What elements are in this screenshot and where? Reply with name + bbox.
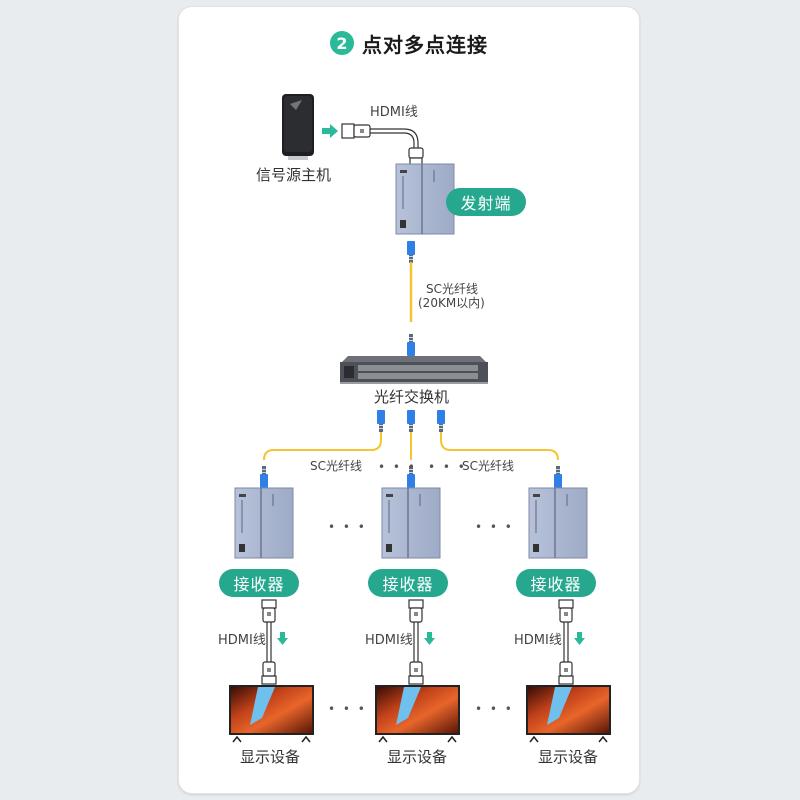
ellipsis-display-left: • • • bbox=[328, 702, 367, 716]
hdmi-cable-1 bbox=[261, 599, 277, 685]
hdmi-cable-label-1: HDMI线 bbox=[218, 633, 266, 648]
receiver-device-1 bbox=[234, 487, 294, 559]
ellipsis-receivers-left: • • • bbox=[328, 520, 367, 534]
switch-label: 光纤交换机 bbox=[374, 388, 450, 406]
display-label-3: 显示设备 bbox=[538, 748, 599, 766]
display-label-2: 显示设备 bbox=[387, 748, 448, 766]
fiber-branch-left-label: SC光纤线 bbox=[310, 459, 362, 473]
receiver-device-3 bbox=[528, 487, 588, 559]
hdmi-cable-2 bbox=[408, 599, 424, 685]
diagram-title: 2 点对多点连接 bbox=[330, 26, 488, 60]
hdmi-cable-label-2: HDMI线 bbox=[365, 633, 413, 648]
ellipsis-fiber-left: • • • bbox=[378, 460, 417, 474]
hdmi-cable-top bbox=[341, 123, 424, 167]
display-label-1: 显示设备 bbox=[240, 748, 301, 766]
fiber-branches bbox=[260, 410, 562, 488]
ellipsis-fiber-right: • • • bbox=[428, 460, 467, 474]
ellipsis-display-right: • • • bbox=[475, 702, 514, 716]
fiber-main-label-line2: (20KM以内) bbox=[418, 296, 485, 310]
arrow-right-icon bbox=[322, 124, 338, 138]
receiver-badge-3: 接收器 bbox=[516, 569, 596, 597]
source-label: 信号源主机 bbox=[256, 166, 332, 184]
hdmi-cable-label-3: HDMI线 bbox=[514, 633, 562, 648]
hdmi-cable-3 bbox=[558, 599, 574, 685]
step-badge: 2 bbox=[330, 31, 354, 55]
hdmi-cable-top-label: HDMI线 bbox=[370, 105, 418, 120]
display-tv-3 bbox=[526, 685, 611, 743]
fiber-switch-device bbox=[340, 356, 488, 384]
receiver-badge-2: 接收器 bbox=[368, 569, 448, 597]
title-text: 点对多点连接 bbox=[362, 32, 488, 57]
receiver-badge-1: 接收器 bbox=[219, 569, 299, 597]
receiver-device-2 bbox=[381, 487, 441, 559]
fiber-branch-right-label: SC光纤线 bbox=[462, 459, 514, 473]
fiber-main bbox=[407, 241, 415, 356]
arrow-down-icon bbox=[277, 632, 585, 645]
transmitter-badge: 发射端 bbox=[446, 188, 526, 216]
display-tv-2 bbox=[375, 685, 460, 743]
fiber-main-label-line1: SC光纤线 bbox=[426, 282, 478, 296]
display-tv-1 bbox=[229, 685, 314, 743]
ellipsis-receivers-right: • • • bbox=[475, 520, 514, 534]
source-pc-icon bbox=[282, 94, 314, 160]
